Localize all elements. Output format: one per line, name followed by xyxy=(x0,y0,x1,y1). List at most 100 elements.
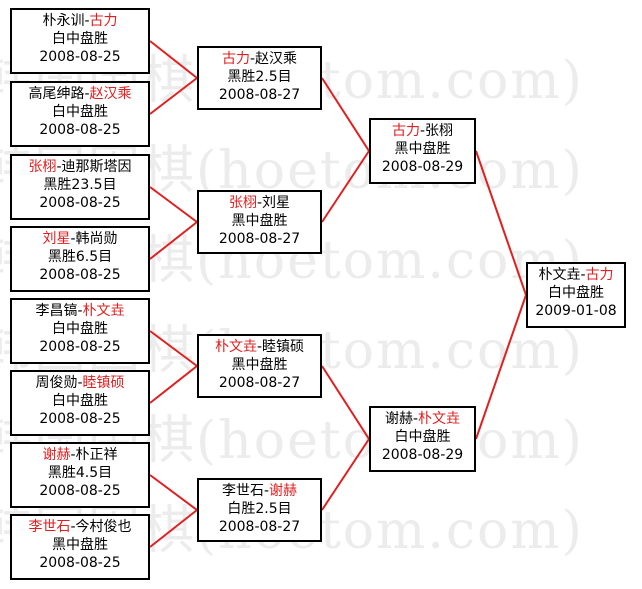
bracket-connector-line xyxy=(149,77,198,115)
match-box-round1: 朴永训-古力 白中盘胜 2008-08-25 xyxy=(10,8,150,74)
match-date: 2008-08-25 xyxy=(39,483,121,499)
bracket-connector-line xyxy=(475,150,527,296)
match-date: 2008-08-25 xyxy=(39,267,121,283)
bracket-connector-line xyxy=(149,474,198,511)
bracket-connector-line xyxy=(149,40,198,79)
match-box-round2: 朴文垚-睦镇硕 黑中盘胜 2008-08-27 xyxy=(197,334,322,398)
match-box-round2: 张栩-刘星 黑中盘胜 2008-08-27 xyxy=(197,190,322,254)
match-date: 2008-08-29 xyxy=(381,447,464,463)
match-result: 黑胜6.5目 xyxy=(47,249,113,265)
player-1: 李世石 xyxy=(221,483,264,499)
match-players: 古力-张栩 xyxy=(391,123,454,139)
match-date: 2008-08-25 xyxy=(39,555,121,571)
player-1-winner: 古力 xyxy=(391,123,420,139)
match-date: 2008-08-27 xyxy=(218,231,301,247)
player-2: 睦镇硕 xyxy=(262,339,305,355)
player-1: 高尾绅路 xyxy=(28,86,85,102)
player-1: 周俊勋 xyxy=(35,375,78,391)
match-date: 2008-08-25 xyxy=(39,195,121,211)
bracket-connector-line xyxy=(475,294,527,440)
player-1-winner: 张栩 xyxy=(228,195,257,211)
bracket-connector-line xyxy=(149,509,198,548)
match-players: 李世石-今村俊也 xyxy=(28,519,132,535)
match-result: 黑中盘胜 xyxy=(394,141,451,157)
player-1: 谢赫 xyxy=(384,411,413,427)
match-result: 白中盘胜 xyxy=(52,321,108,337)
bracket-connector-line xyxy=(149,330,198,367)
player-2-winner: 睦镇硕 xyxy=(82,375,125,391)
match-players: 刘星-韩尚勋 xyxy=(42,231,118,247)
match-box-round1: 谢赫-朴正祥 黑胜4.5目 2008-08-25 xyxy=(10,442,150,508)
match-box-round1: 李昌镐-朴文垚 白中盘胜 2008-08-25 xyxy=(10,298,150,364)
player-1-winner: 张栩 xyxy=(28,159,57,175)
match-date: 2009-01-08 xyxy=(535,303,617,319)
match-box-semifinal: 古力-张栩 黑中盘胜 2008-08-29 xyxy=(369,118,476,184)
match-result: 白中盘胜 xyxy=(394,429,451,445)
match-result: 白中盘胜 xyxy=(52,31,108,47)
match-result: 白中盘胜 xyxy=(52,393,108,409)
match-result: 白胜2.5目 xyxy=(227,501,292,517)
player-2-winner: 古力 xyxy=(585,267,614,283)
match-result: 黑中盘胜 xyxy=(52,537,108,553)
match-players: 张栩-刘星 xyxy=(228,195,291,211)
match-players: 朴永训-古力 xyxy=(42,13,118,29)
player-1: 李昌镐 xyxy=(35,303,78,319)
bracket-connector-line xyxy=(149,365,198,404)
player-1-winner: 刘星 xyxy=(42,231,71,247)
match-result: 黑中盘胜 xyxy=(231,213,288,229)
player-1-winner: 谢赫 xyxy=(42,447,71,463)
match-players: 周俊勋-睦镇硕 xyxy=(35,375,125,391)
player-2: 韩尚勋 xyxy=(75,231,118,247)
match-box-round2: 古力-赵汉乘 黑胜2.5目 2008-08-27 xyxy=(197,46,322,110)
bracket-connector-line xyxy=(149,221,198,260)
match-date: 2008-08-29 xyxy=(381,159,464,175)
player-2-winner: 朴文垚 xyxy=(418,411,461,427)
bracket-connector-line xyxy=(321,365,370,440)
match-date: 2008-08-25 xyxy=(39,122,121,138)
match-box-round1: 高尾绅路-赵汉乘 白中盘胜 2008-08-25 xyxy=(10,81,150,147)
player-1: 朴永训 xyxy=(42,13,85,29)
player-2: 刘星 xyxy=(262,195,291,211)
match-players: 李昌镐-朴文垚 xyxy=(35,303,125,319)
match-box-round1: 刘星-韩尚勋 黑胜6.5目 2008-08-25 xyxy=(10,226,150,292)
match-box-semifinal: 谢赫-朴文垚 白中盘胜 2008-08-29 xyxy=(369,406,476,472)
match-box-round2: 李世石-谢赫 白胜2.5目 2008-08-27 xyxy=(197,478,322,542)
match-result: 白中盘胜 xyxy=(52,104,108,120)
player-1-winner: 朴文垚 xyxy=(214,339,257,355)
player-2: 张栩 xyxy=(425,123,454,139)
match-players: 谢赫-朴文垚 xyxy=(384,411,461,427)
player-2-winner: 赵汉乘 xyxy=(89,86,132,102)
match-players: 朴文垚-睦镇硕 xyxy=(214,339,305,355)
match-result: 黑胜2.5目 xyxy=(227,69,292,85)
player-2: 今村俊也 xyxy=(75,519,132,535)
player-2-winner: 古力 xyxy=(89,13,118,29)
player-2-winner: 朴文垚 xyxy=(82,303,125,319)
match-players: 古力-赵汉乘 xyxy=(221,51,298,67)
match-result: 黑胜23.5目 xyxy=(43,177,117,193)
bracket-connector-line xyxy=(321,438,370,511)
player-2: 朴正祥 xyxy=(75,447,118,463)
match-date: 2008-08-25 xyxy=(39,339,121,355)
match-box-final: 朴文垚-古力 白中盘胜 2009-01-08 xyxy=(526,262,626,328)
player-2-winner: 谢赫 xyxy=(269,483,298,499)
match-date: 2008-08-27 xyxy=(218,519,301,535)
match-players: 李世石-谢赫 xyxy=(221,483,298,499)
match-result: 黑胜4.5目 xyxy=(47,465,113,481)
match-result: 白中盘胜 xyxy=(548,285,604,301)
match-players: 张栩-迪那斯塔因 xyxy=(28,159,132,175)
player-2: 迪那斯塔因 xyxy=(61,159,132,175)
match-box-round1: 周俊勋-睦镇硕 白中盘胜 2008-08-25 xyxy=(10,370,150,436)
player-1-winner: 李世石 xyxy=(28,519,71,535)
bracket-connector-line xyxy=(321,150,370,223)
bracket-connector-line xyxy=(149,186,198,223)
match-box-round1: 李世石-今村俊也 黑中盘胜 2008-08-25 xyxy=(10,514,150,580)
match-date: 2008-08-27 xyxy=(218,87,301,103)
match-players: 谢赫-朴正祥 xyxy=(42,447,118,463)
match-players: 高尾绅路-赵汉乘 xyxy=(28,86,132,102)
match-players: 朴文垚-古力 xyxy=(538,267,614,283)
bracket-connector-line xyxy=(321,77,370,152)
match-date: 2008-08-27 xyxy=(218,375,301,391)
player-1: 朴文垚 xyxy=(538,267,581,283)
